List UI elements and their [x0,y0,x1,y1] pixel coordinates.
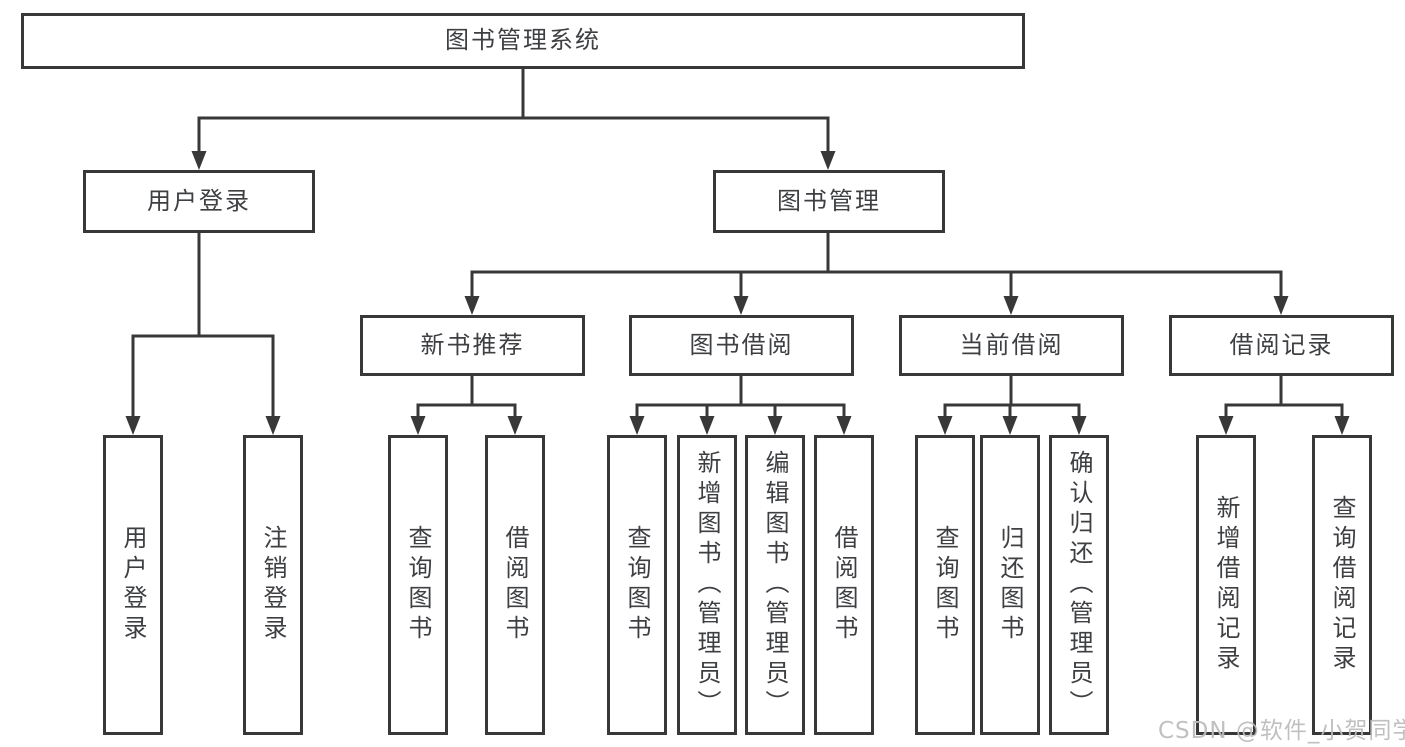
node-label: 查询图书 [931,525,959,645]
node-label: 新增图书（管理员） [693,450,721,720]
node-borrowing-records: 借阅记录 [1169,315,1394,376]
node-label: 查询图书 [623,525,651,645]
node-label: 新书推荐 [420,330,525,359]
node-label: 用户登录 [147,186,251,215]
node-label: 借阅图书 [830,525,858,645]
leaf-confirm-return-admin: 确认归还（管理员） [1049,435,1109,735]
leaf-edit-books-admin: 编辑图书（管理员） [745,435,805,735]
leaf-return-books: 归还图书 [980,435,1040,735]
node-new-book-recommend: 新书推荐 [360,315,585,376]
leaf-query-books-borrowing: 查询图书 [607,435,667,735]
node-label: 用户登录 [119,525,147,645]
leaf-user-login: 用户登录 [103,435,163,735]
leaf-query-borrow-record: 查询借阅记录 [1312,435,1372,735]
node-label: 图书管理系统 [445,26,601,55]
leaf-logout: 注销登录 [243,435,303,735]
leaf-query-books-recommend: 查询图书 [388,435,448,735]
node-label: 借阅记录 [1229,330,1334,359]
node-user-login: 用户登录 [83,170,315,233]
leaf-query-books-current: 查询图书 [915,435,975,735]
node-label: 新增借阅记录 [1212,495,1240,675]
arrowheads [125,151,1350,435]
node-book-borrowing: 图书借阅 [629,315,854,376]
node-label: 编辑图书（管理员） [761,450,789,720]
node-label: 查询借阅记录 [1328,495,1356,675]
node-label: 注销登录 [259,525,287,645]
node-root-system: 图书管理系统 [21,13,1025,69]
leaf-borrow-books: 借阅图书 [814,435,874,735]
csdn-watermark: CSDN @软件_小贺同学 [1158,718,1405,744]
leaf-add-books-admin: 新增图书（管理员） [677,435,737,735]
leaf-borrow-books-recommend: 借阅图书 [485,435,545,735]
node-label: 查询图书 [404,525,432,645]
node-label: 图书借阅 [689,330,794,359]
node-label: 确认归还（管理员） [1065,450,1093,720]
node-label: 归还图书 [996,525,1024,645]
leaf-add-borrow-record: 新增借阅记录 [1196,435,1256,735]
node-current-borrowing: 当前借阅 [899,315,1124,376]
node-label: 当前借阅 [959,330,1064,359]
node-label: 图书管理 [777,186,881,215]
node-book-management: 图书管理 [713,170,945,233]
node-label: 借阅图书 [501,525,529,645]
